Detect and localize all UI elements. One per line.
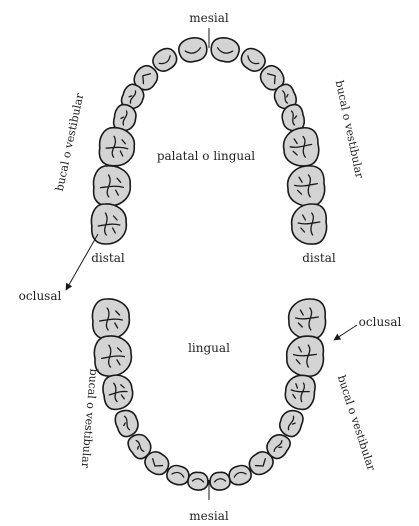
label-mesial-bottom: mesial: [189, 509, 229, 523]
occlusal-right-arrow: [334, 325, 357, 340]
upper-tooth-right-1: [209, 35, 241, 64]
label-buccal-upper-right: bucal o vestibular: [333, 79, 367, 180]
label-buccal-upper-left: bucal o vestibular: [53, 91, 87, 192]
label-distal-right: distal: [302, 251, 336, 265]
lower-tooth-right-2: [286, 335, 324, 376]
label-occlusal-right: oclusal: [359, 315, 402, 329]
lower-tooth-right-3: [283, 373, 317, 411]
upper-tooth-left-1: [177, 35, 209, 64]
label-palatal: palatal o lingual: [157, 149, 255, 163]
upper-tooth-right-8: [292, 204, 327, 244]
upper-tooth-right-6: [282, 127, 319, 167]
lower-tooth-left-1: [92, 299, 129, 339]
lower-arch: [92, 299, 325, 491]
upper-tooth-right-7: [287, 165, 325, 206]
label-buccal-lower-right: bucal o vestibular: [335, 373, 378, 473]
lower-tooth-left-8: [187, 472, 208, 491]
upper-arch: [91, 35, 326, 244]
label-mesial-top: mesial: [189, 11, 229, 25]
tooth-crown: [209, 35, 241, 64]
tooth-crown: [209, 472, 230, 491]
label-lingual: lingual: [188, 341, 230, 355]
upper-tooth-left-6: [98, 127, 135, 167]
lower-tooth-right-1: [289, 299, 326, 339]
upper-tooth-left-8: [91, 204, 126, 244]
upper-tooth-left-7: [93, 165, 131, 206]
label-buccal-lower-left: bucal o vestibular: [79, 368, 101, 469]
label-distal-left: distal: [91, 251, 125, 265]
tooth-crown: [187, 472, 208, 491]
label-occlusal-left: oclusal: [19, 289, 62, 303]
tooth-crown: [177, 35, 209, 64]
lower-tooth-right-8: [209, 472, 230, 491]
lower-tooth-left-3: [101, 373, 135, 411]
